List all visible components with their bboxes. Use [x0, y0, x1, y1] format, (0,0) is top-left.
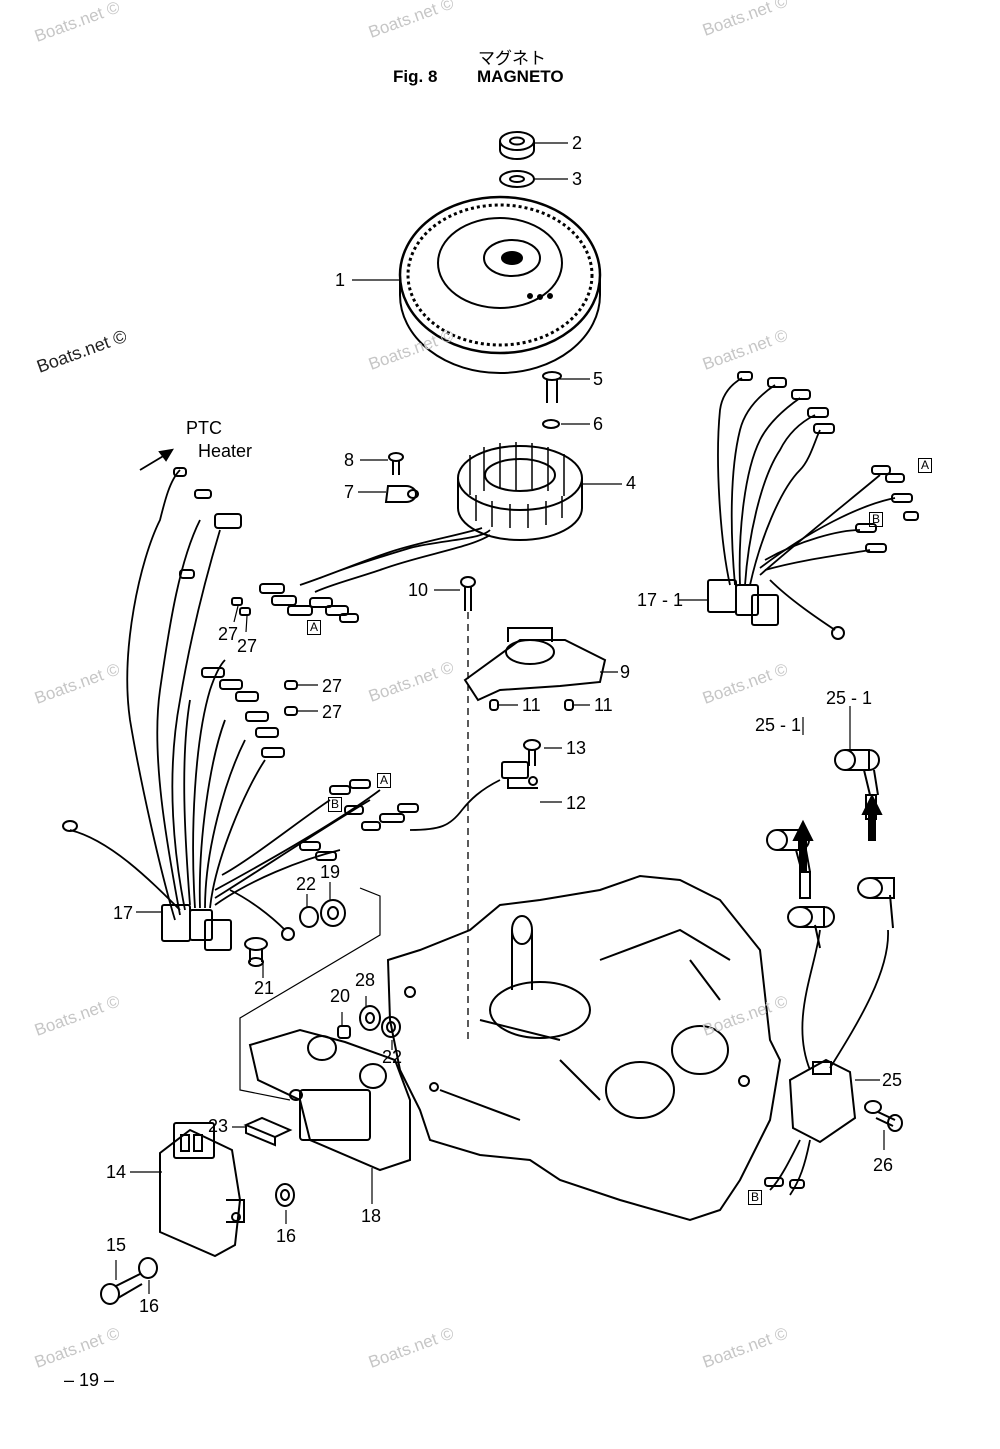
stator-connector-pins [259, 583, 359, 623]
cdi-unit-part-14 [159, 1122, 245, 1258]
part-label-20: 20 [330, 986, 351, 1006]
part-label-26: 26 [873, 1155, 894, 1175]
connector-marker-b-coil: B [748, 1190, 763, 1205]
bolt-part-10 [460, 576, 476, 611]
part-label-6: 6 [593, 414, 604, 434]
washer-part-3 [499, 170, 535, 188]
bolt-part-26 [864, 1100, 903, 1132]
part-label-3: 3 [572, 169, 583, 189]
part-label-18: 18 [361, 1206, 382, 1226]
part-label-27d: 27 [322, 702, 343, 722]
nut-part-2 [499, 131, 535, 160]
arrow-up-icon [792, 793, 883, 871]
ignition-coil-part-25 [764, 929, 889, 1196]
part-label-22a: 22 [296, 874, 317, 894]
part-label-1: 1 [335, 270, 346, 290]
part-label-10: 10 [408, 580, 429, 600]
connector-marker-b-right: B [869, 512, 884, 527]
grommet-part-22-19 [299, 899, 346, 928]
flywheel-part-1 [398, 195, 602, 374]
part-label-16a: 16 [276, 1226, 297, 1246]
part-label-25-1a: 25 - 1 [755, 715, 802, 735]
bracket-part-18 [248, 1028, 411, 1172]
japanese-title: マグネト [478, 49, 546, 68]
part-label-23: 23 [208, 1116, 229, 1136]
part-label-25: 25 [882, 1070, 903, 1090]
part-label-17-1: 17 - 1 [637, 590, 684, 610]
part-label-5: 5 [593, 369, 604, 389]
part-label-25-1b: 25 - 1 [826, 688, 873, 708]
stator-harness-wire [299, 527, 491, 593]
terminal-part-27-upper [231, 597, 251, 616]
part-label-27a: 27 [218, 624, 239, 644]
screw-part-13 [523, 739, 541, 766]
part-label-11b: 11 [594, 695, 613, 715]
part-label-9: 9 [620, 662, 631, 682]
connector-marker-a-stator: A [307, 620, 322, 635]
grommet-part-28 [359, 1005, 381, 1031]
engine-block [386, 874, 782, 1222]
ptc-heater-arrow-icon [139, 448, 174, 471]
part-label-27c: 27 [322, 676, 343, 696]
ptc-label: PTC [186, 418, 222, 438]
part-label-7: 7 [344, 482, 355, 502]
pulser-coil-bracket-part-9 [463, 627, 607, 702]
connector-marker-b-left: B [328, 797, 343, 812]
dashed-bracket-line [239, 887, 381, 1101]
connector-marker-a-right: A [918, 458, 933, 473]
part-label-16b: 16 [139, 1296, 160, 1316]
part-label-14: 14 [106, 1162, 127, 1182]
plug-cap-part-25-1 [766, 749, 880, 899]
clamp-part-7 [384, 485, 419, 503]
part-label-21: 21 [254, 978, 275, 998]
part-label-19: 19 [320, 862, 341, 882]
part-label-2: 2 [572, 133, 583, 153]
part-label-8: 8 [344, 450, 355, 470]
stator-part-4 [457, 442, 583, 541]
part-label-13: 13 [566, 738, 587, 758]
part-label-11a: 11 [522, 695, 541, 715]
page-title: MAGNETO [477, 67, 564, 86]
figure-number: Fig. 8 [393, 67, 438, 86]
bolt-part-5 [542, 371, 562, 403]
leader-lines [115, 142, 885, 1294]
bolt-part-21 [244, 937, 268, 967]
part-label-15: 15 [106, 1235, 127, 1255]
wire-harness-part-17-1 [707, 371, 919, 640]
heater-label: Heater [198, 441, 253, 461]
spacer-part-23 [243, 1116, 293, 1147]
pulser-coil-part-12 [379, 761, 538, 831]
wire-harness-part-17 [62, 467, 381, 951]
screw-part-8 [388, 452, 404, 475]
connector-marker-a-left: A [377, 773, 392, 788]
washer-part-16 [138, 1183, 295, 1279]
washer-part-6 [542, 419, 560, 429]
part-label-28: 28 [355, 970, 376, 990]
collar-part-20 [337, 1025, 351, 1039]
part-label-22b: 22 [382, 1047, 403, 1067]
plug-cap-lower [787, 877, 895, 949]
bolt-part-15 [100, 1273, 143, 1305]
part-label-17: 17 [113, 903, 134, 923]
terminal-part-27-lower [284, 680, 298, 716]
part-label-4: 4 [626, 473, 637, 493]
part-label-12: 12 [566, 793, 587, 813]
part-label-27b: 27 [237, 636, 258, 656]
page-number: – 19 – [64, 1370, 115, 1390]
